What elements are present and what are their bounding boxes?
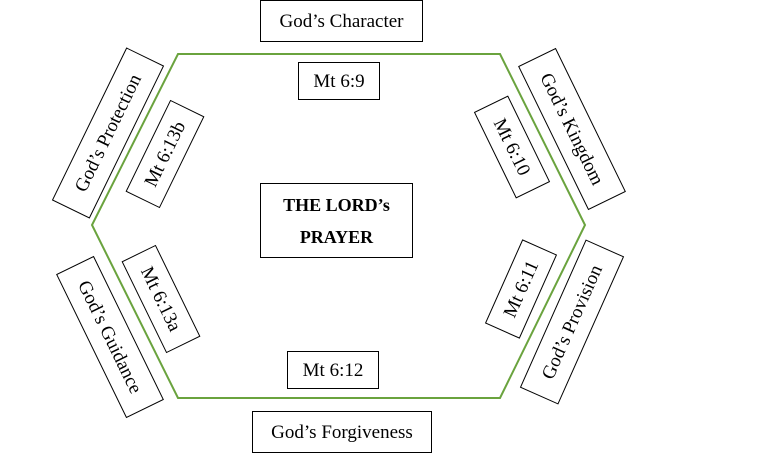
theme-forgiveness-label: God’s Forgiveness	[271, 421, 413, 443]
theme-character-label: God’s Character	[279, 10, 404, 32]
center-title-line2: PRAYER	[299, 226, 374, 247]
theme-character-box: God’s Character	[260, 0, 423, 42]
verse-character-box: Mt 6:9	[298, 62, 380, 100]
hexagon-shape	[90, 53, 587, 399]
verse-forgiveness-label: Mt 6:12	[302, 359, 364, 381]
theme-forgiveness-box: God’s Forgiveness	[252, 411, 432, 453]
verse-character-label: Mt 6:9	[313, 70, 365, 92]
center-title-line1: THE LORD’s	[283, 194, 390, 215]
center-title-box: THE LORD’s PRAYER	[260, 183, 413, 258]
verse-forgiveness-box: Mt 6:12	[287, 351, 379, 389]
